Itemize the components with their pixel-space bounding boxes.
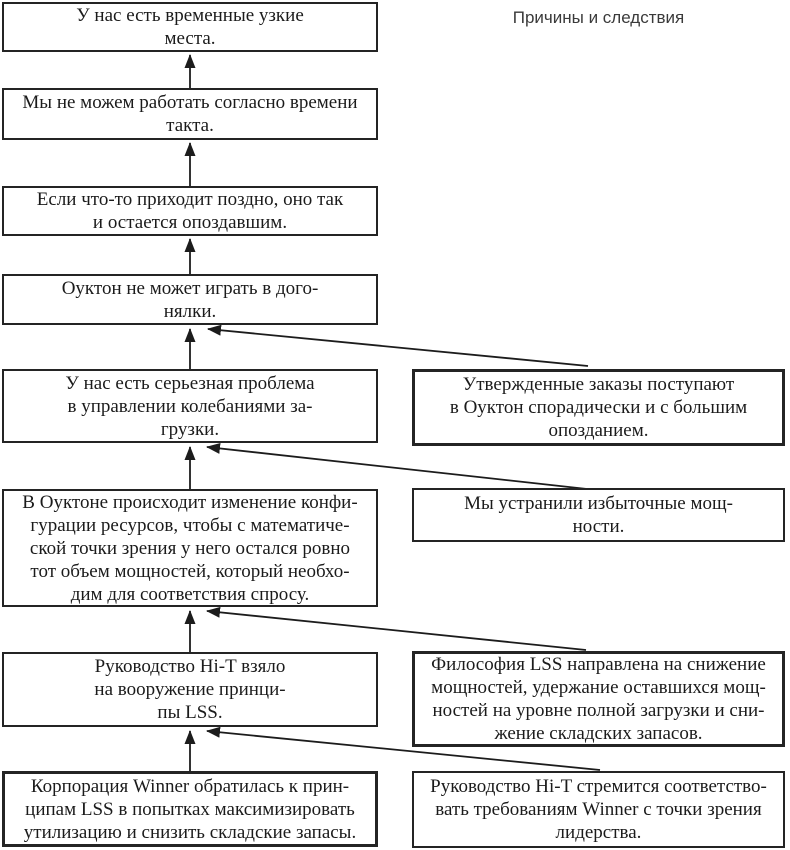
arrow-r2-to-l5 [206, 442, 597, 491]
arrow-r1-to-l4 [207, 324, 589, 367]
box-temporary-bottlenecks-text: У нас есть временные узкие места. [76, 5, 304, 49]
box-oakton-catchup-text: Оуктон не может играть в дого- нялки. [61, 277, 319, 322]
box-hit-adopted-lss: Руководство Hi-T взяло на вооружение при… [2, 652, 378, 727]
box-winner-adopted-lss-text: Корпорация Winner обратилась к прин- цип… [23, 775, 357, 843]
box-removed-excess-capacity: Мы устранили избыточные мощ- ности. [412, 488, 785, 542]
box-removed-excess-capacity-text: Мы устранили избыточные мощ- ности. [464, 493, 733, 537]
box-temporary-bottlenecks: У нас есть временные узкие места. [2, 2, 378, 52]
box-resource-reconfiguration-text: В Оуктоне происходит изменение конфи- гу… [22, 491, 358, 605]
box-oakton-catchup: Оуктон не может играть в дого- нялки. [2, 274, 378, 325]
box-hit-conform-winner-text: Руководство Hi-T стремится соответство- … [430, 776, 767, 843]
box-resource-reconfiguration: В Оуктоне происходит изменение конфи- гу… [2, 489, 378, 607]
arrow-r3-to-l6 [206, 606, 587, 651]
box-winner-adopted-lss: Корпорация Winner обратилась к прин- цип… [2, 771, 378, 847]
box-load-variation-problem: У нас есть серьезная проблема в управлен… [2, 369, 378, 443]
box-lss-philosophy-text: Философия LSS направлена на снижение мощ… [431, 654, 766, 744]
box-takt-time-text: Мы не можем работать согласно времени та… [22, 92, 358, 136]
box-orders-sporadic: Утвержденные заказы поступают в Оуктон с… [412, 369, 785, 446]
box-orders-sporadic-text: Утвержденные заказы поступают в Оуктон с… [449, 374, 748, 441]
box-lss-philosophy: Философия LSS направлена на снижение мощ… [412, 651, 785, 747]
box-load-variation-problem-text: У нас есть серьезная проблема в управлен… [65, 372, 315, 440]
diagram-title: Причины и следствия [512, 8, 685, 27]
box-late-stays-late-text: Если что-то приходит поздно, оно так и о… [36, 189, 344, 233]
box-hit-conform-winner: Руководство Hi-T стремится соответство- … [412, 771, 785, 848]
box-takt-time: Мы не можем работать согласно времени та… [2, 88, 378, 140]
box-hit-adopted-lss-text: Руководство Hi-T взяло на вооружение при… [94, 656, 286, 723]
box-late-stays-late: Если что-то приходит поздно, оно так и о… [2, 186, 378, 236]
